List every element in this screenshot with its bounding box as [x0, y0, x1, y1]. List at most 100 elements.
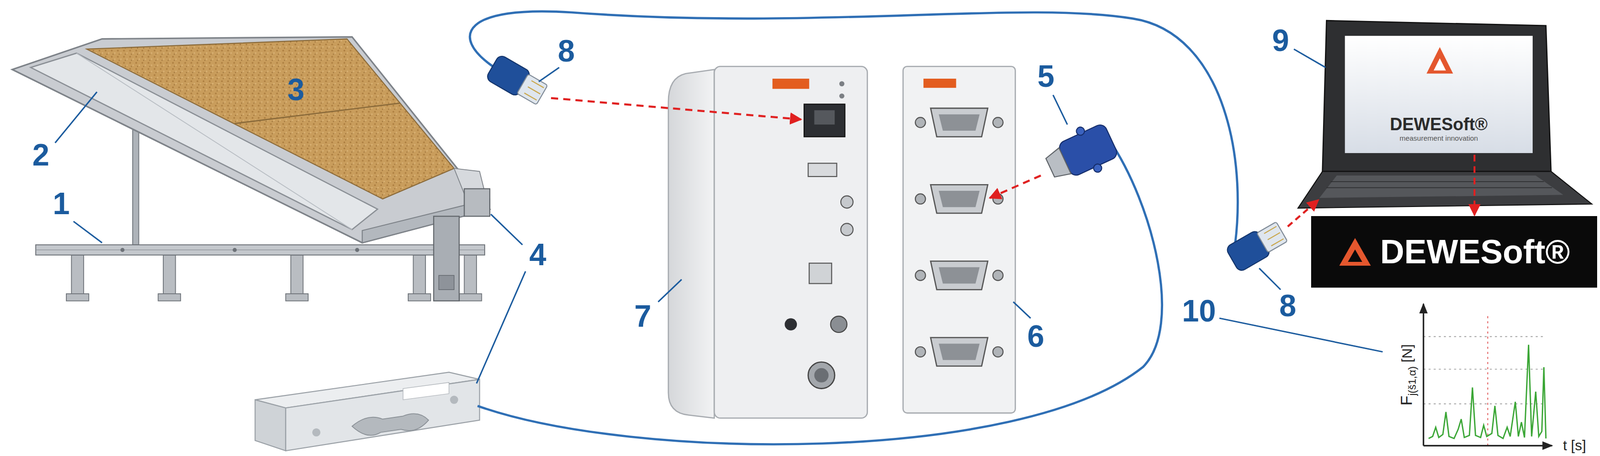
grid-line	[1423, 403, 1546, 405]
bracket-clamp	[438, 275, 455, 290]
db9-sockets-part-part	[992, 117, 1003, 128]
device-housing	[668, 69, 715, 419]
table-legs-part	[66, 294, 89, 302]
leader-lines-part	[490, 214, 523, 245]
db9-sockets-part-part	[992, 270, 1003, 281]
dsub-plug-part	[1092, 162, 1104, 174]
db9-sockets	[915, 108, 1004, 367]
sand-divider	[234, 103, 401, 124]
mounted-load-cell	[464, 189, 490, 217]
axis-label: F	[1398, 396, 1415, 407]
callout-number: 4	[529, 239, 547, 271]
axis-label: [N]	[1399, 344, 1415, 363]
usb-port	[808, 163, 838, 177]
force-signal	[1428, 345, 1547, 440]
led	[839, 93, 845, 99]
dc-jack	[830, 316, 848, 333]
leader-lines-part	[1293, 49, 1326, 68]
device-tag	[772, 78, 810, 89]
callout-number: 3	[287, 74, 305, 106]
callout-number: 2	[32, 139, 50, 171]
cursor-line	[1487, 316, 1489, 446]
sync-connector	[840, 223, 854, 236]
table-legs-part	[408, 294, 431, 302]
key-row	[1330, 181, 1545, 182]
y-axis-label: Fj(š1,α) [N]	[1398, 344, 1415, 407]
callout-number: 9	[1271, 25, 1290, 56]
db9-sockets-part-part	[915, 117, 926, 128]
dsub-plug-part	[1074, 126, 1086, 138]
beam-bolt	[232, 248, 237, 253]
load-cell-slot	[351, 413, 429, 436]
grid-line	[1423, 336, 1546, 338]
sync-connector	[840, 196, 854, 209]
rj45-plug-part	[1267, 233, 1281, 241]
leader-lines-part	[73, 221, 103, 244]
db9-sockets-part-part	[992, 347, 1003, 358]
load-cell-end	[254, 400, 286, 452]
beam-groove	[35, 249, 485, 251]
brand-tagline: measurement innovation	[1399, 134, 1478, 143]
leader-lines-part	[1013, 302, 1031, 319]
table-legs-part	[464, 255, 477, 295]
rj45-plug-part	[528, 86, 541, 95]
logo-mark	[1338, 237, 1372, 267]
db9-sockets-part-part	[915, 347, 926, 358]
db9-sockets-part	[915, 108, 1004, 138]
port-inner	[814, 110, 835, 125]
dsub-plug-part	[1044, 148, 1071, 181]
logo-mark-shape	[1339, 238, 1371, 266]
axis-label: t [s]	[1562, 438, 1586, 454]
leader-lines-part	[1219, 318, 1383, 353]
db9-sockets-part-part	[938, 267, 980, 284]
callout-number: 10	[1182, 296, 1217, 327]
test-table	[12, 36, 490, 302]
brand-name: DEWESoft®	[1389, 114, 1488, 135]
load-cell	[254, 372, 480, 452]
db9-sockets-part	[915, 338, 1004, 367]
table-legs-part	[290, 255, 304, 295]
rail-edge	[76, 52, 352, 230]
table-legs	[66, 255, 482, 302]
callout-number: 8	[1279, 290, 1297, 322]
strut	[132, 128, 139, 246]
rj45-plug-part	[1271, 239, 1284, 247]
laptop-base	[1297, 171, 1592, 209]
key-row	[1326, 187, 1552, 189]
usb-b-port	[809, 263, 832, 285]
callout-number: 8	[557, 35, 575, 67]
axis-label: j(š1,α)	[1407, 366, 1418, 397]
load-cell-sticker	[402, 382, 449, 401]
screen-logo-mark	[1426, 47, 1454, 75]
rj45-plug-part	[531, 80, 544, 88]
rj45-plug-part	[1256, 222, 1288, 253]
leader-lines-part	[54, 92, 97, 144]
load-cell-hole	[312, 428, 321, 437]
leader-lines-part	[1053, 95, 1068, 125]
load-cell-side	[285, 379, 480, 452]
db9-sockets-part-part	[930, 338, 988, 367]
db9-sockets-part-part	[938, 114, 980, 131]
plug-in-arrow	[550, 98, 802, 120]
load-cell-bracket	[433, 216, 459, 301]
daq-device	[668, 66, 868, 419]
rj45-plug	[1225, 219, 1290, 274]
leader-lines-part	[538, 67, 560, 82]
force-chart	[1423, 304, 1552, 446]
db9-sockets-part-part	[930, 261, 988, 290]
leader-lines-part	[1259, 268, 1281, 290]
tilting-plate	[12, 36, 490, 244]
x-axis	[1423, 445, 1552, 447]
beam-bolt	[120, 248, 125, 253]
ethernet-port	[804, 104, 845, 137]
screen-box: DEWESoft®measurement innovation	[1345, 35, 1533, 154]
laptop-screen	[1345, 35, 1533, 154]
db9-sockets-part-part	[938, 190, 980, 208]
callout-number: 7	[634, 301, 652, 332]
module-front	[902, 66, 1016, 414]
frame-beam	[35, 244, 485, 255]
screen-logo-mark-inner	[1433, 58, 1447, 71]
device-front	[714, 66, 868, 419]
rj45-plug-part	[1264, 226, 1277, 234]
leader-lines	[54, 49, 1383, 384]
